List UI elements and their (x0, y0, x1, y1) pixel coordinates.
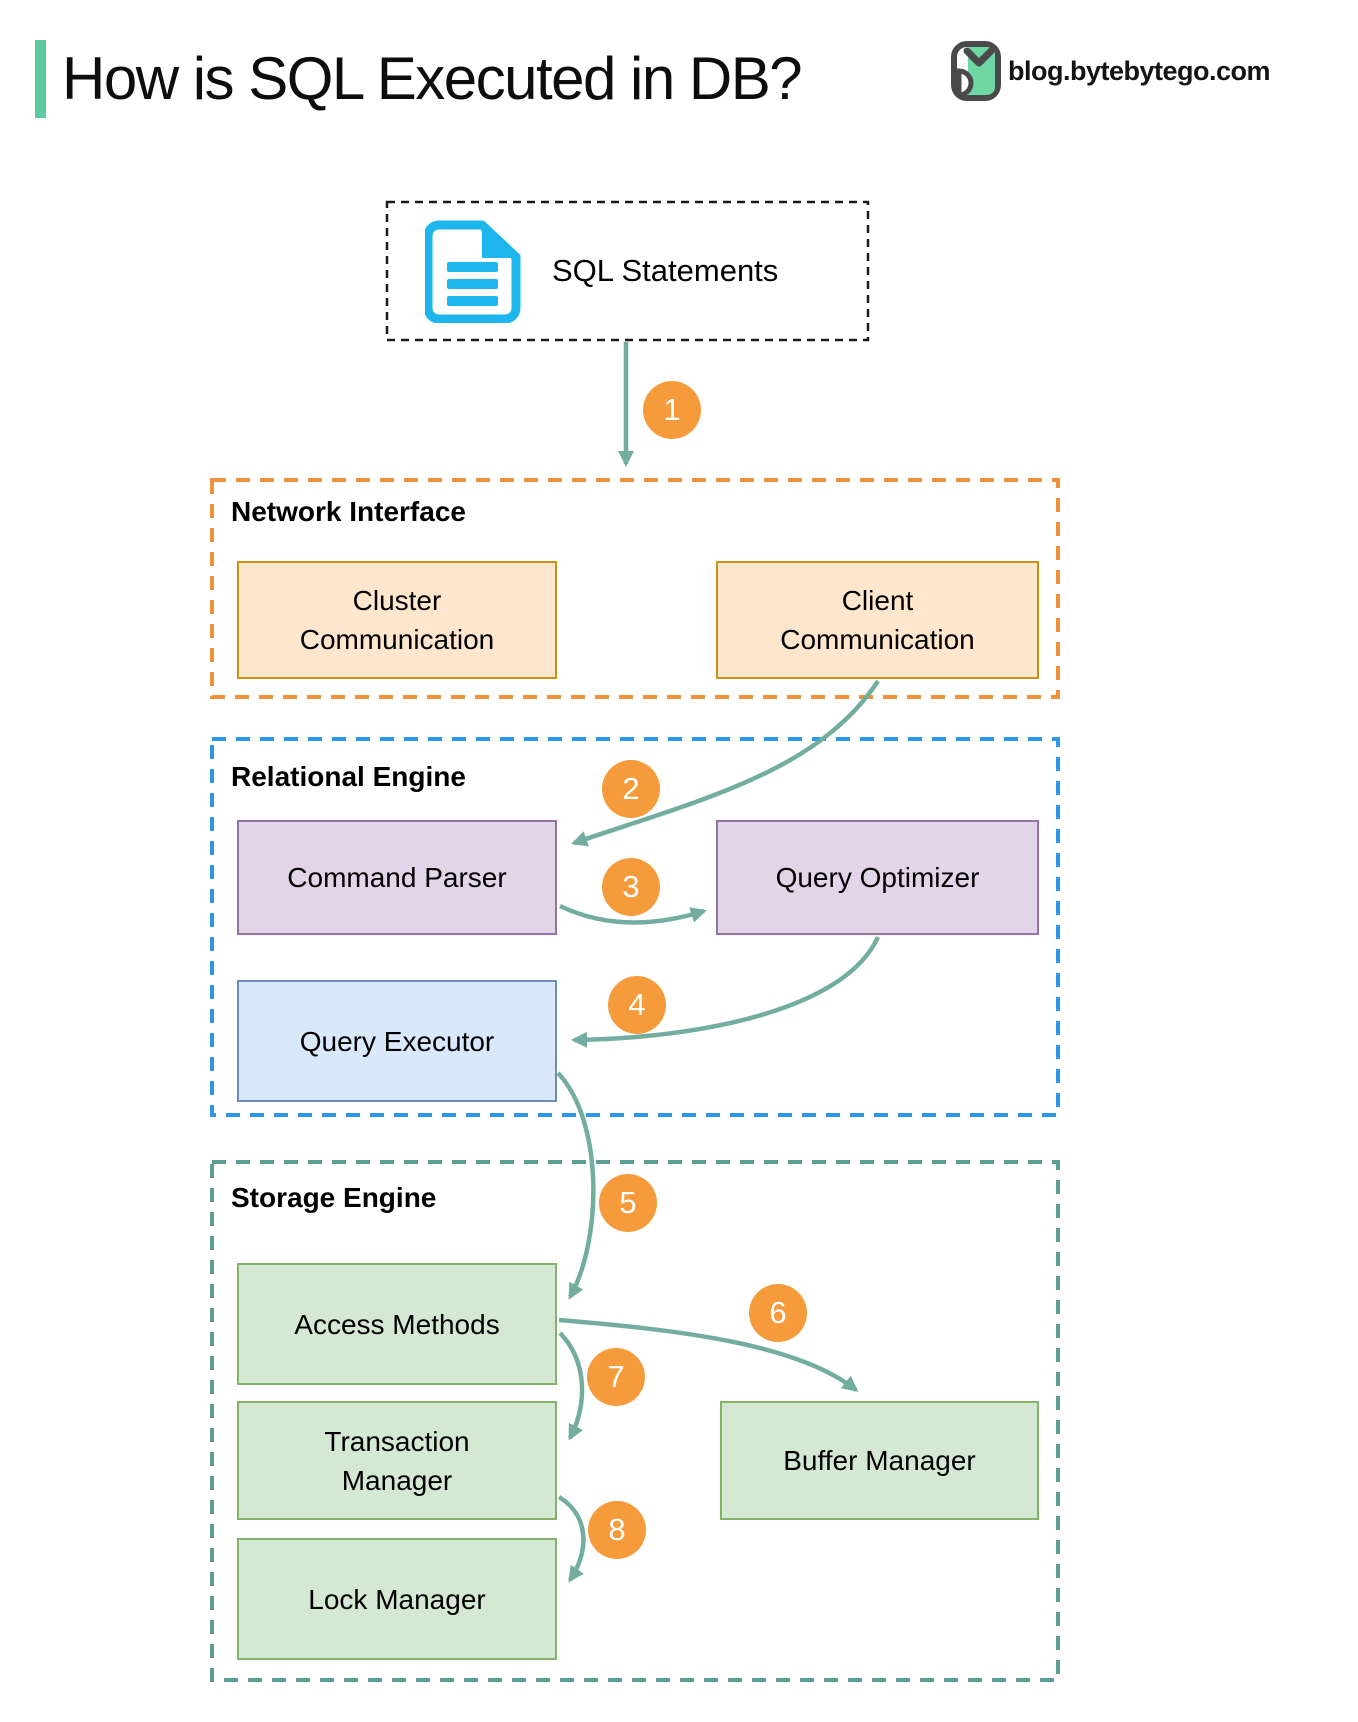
title-accent-bar (35, 40, 46, 118)
step-badge-8: 8 (588, 1501, 646, 1559)
node-label: Client (841, 585, 914, 616)
arrow-5 (556, 1071, 596, 1300)
storage-engine-title: Storage Engine (231, 1182, 437, 1213)
node-label: Query Executor (299, 1025, 495, 1057)
node-transaction-manager: Transaction Manager (237, 1401, 557, 1520)
step-badge-5: 5 (599, 1174, 657, 1232)
node-access-methods: Access Methods (237, 1263, 557, 1385)
node-cluster-communication: Cluster Communication (237, 561, 557, 679)
node-query-executor: Query Executor (237, 980, 557, 1102)
node-label: Communication (780, 624, 975, 655)
step-badge-7: 7 (587, 1348, 645, 1406)
arrow-8 (557, 1495, 586, 1583)
node-label: Buffer Manager (783, 1445, 976, 1476)
brand: blog.bytebytego.com (950, 40, 1271, 102)
step-badge-1: 1 (643, 381, 701, 439)
sql-statements-label: SQL Statements (552, 253, 779, 288)
node-label: Manager (341, 1464, 453, 1496)
document-icon (425, 220, 521, 323)
node-label: Query Optimizer (775, 862, 980, 893)
step-badge-2: 2 (602, 760, 660, 818)
network-interface-title: Network Interface (231, 496, 466, 527)
node-label: Transaction (324, 1425, 470, 1457)
step-badge-3: 3 (602, 858, 660, 916)
node-command-parser: Command Parser (237, 820, 557, 935)
node-label: Communication (299, 624, 495, 655)
node-label: Cluster (352, 585, 442, 616)
arrow-7 (558, 1331, 585, 1441)
node-label: Access Methods (294, 1308, 500, 1340)
node-buffer-manager: Buffer Manager (720, 1401, 1039, 1520)
node-label: Lock Manager (308, 1583, 486, 1615)
node-query-optimizer: Query Optimizer (716, 820, 1039, 935)
step-badge-6: 6 (749, 1284, 807, 1342)
page-title: How is SQL Executed in DB? (62, 45, 803, 112)
node-lock-manager: Lock Manager (237, 1538, 557, 1660)
step-badge-4: 4 (608, 976, 666, 1034)
node-label: Command Parser (287, 862, 507, 893)
node-client-communication: Client Communication (716, 561, 1039, 679)
bytebytego-owl-logo-icon (951, 41, 1001, 101)
brand-url: blog.bytebytego.com (1008, 55, 1271, 86)
relational-engine-title: Relational Engine (231, 761, 466, 792)
